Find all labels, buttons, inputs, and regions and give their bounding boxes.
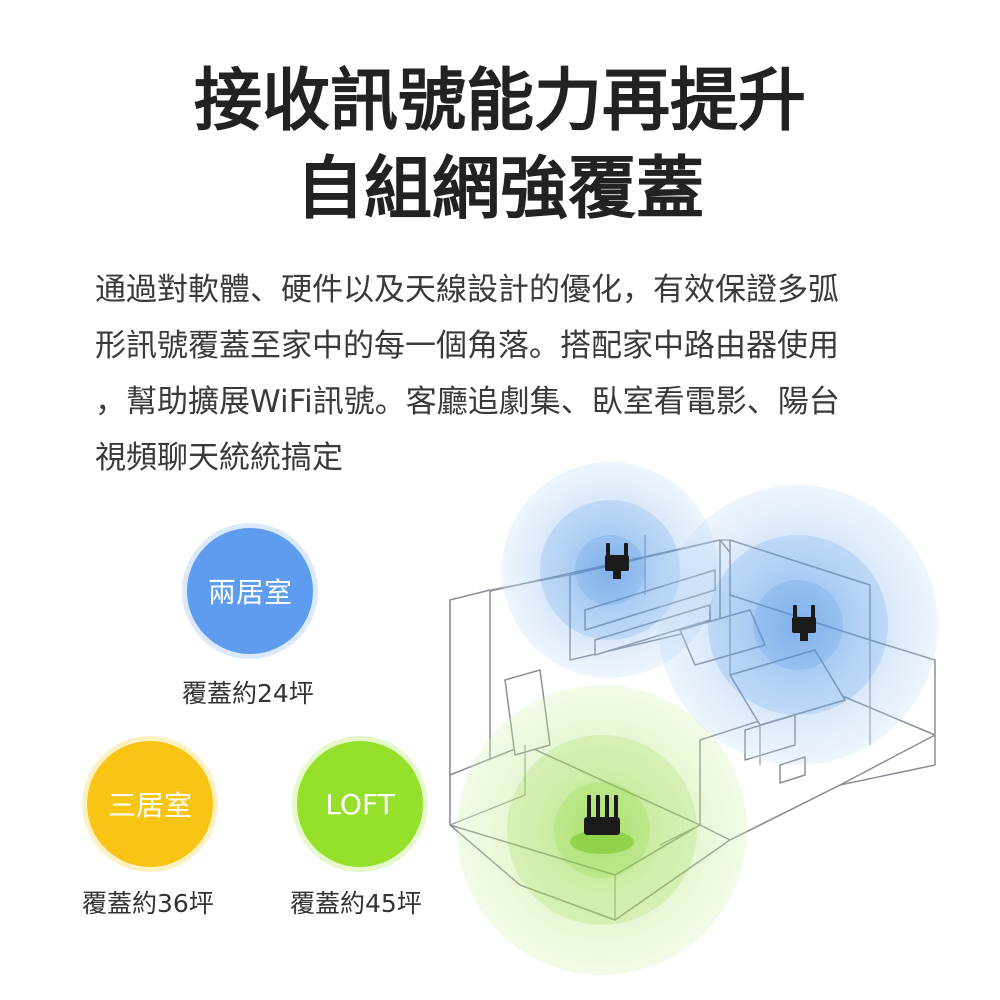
router-icon <box>570 795 634 854</box>
three-bedroom-label: 三居室 <box>107 789 192 822</box>
extender-icon <box>605 543 629 579</box>
loft-coverage: 覆蓋約45坪 <box>290 889 422 918</box>
loft-badge: LOFT <box>292 736 428 872</box>
description-line: 視頻聊天統統搞定 <box>95 440 343 476</box>
headline-line-2: 自組網強覆蓋 <box>295 150 704 229</box>
floorplan-illustration <box>449 462 938 975</box>
three-bedroom-coverage: 覆蓋約36坪 <box>82 889 214 918</box>
headline: 接收訊號能力再提升 自組網強覆蓋 <box>0 58 1000 234</box>
extender-icon <box>792 605 816 641</box>
two-bedroom-label: 兩居室 <box>207 576 292 609</box>
description-line: ，幫助擴展WiFi訊號。客廳追劇集、臥室看電影、陽台 <box>95 384 840 420</box>
loft-label: LOFT <box>325 787 395 821</box>
two-bedroom-coverage: 覆蓋約24坪 <box>182 679 314 708</box>
description-line: 通過對軟體、硬件以及天線設計的優化，有效保證多弧 <box>95 272 839 308</box>
three-bedroom-badge: 三居室 <box>82 736 218 872</box>
headline-line-1: 接收訊號能力再提升 <box>193 62 806 141</box>
two-bedroom-badge: 兩居室 <box>182 523 318 659</box>
description: 通過對軟體、硬件以及天線設計的優化，有效保證多弧 形訊號覆蓋至家中的每一個角落。… <box>95 262 915 486</box>
description-line: 形訊號覆蓋至家中的每一個角落。搭配家中路由器使用 <box>95 328 839 364</box>
